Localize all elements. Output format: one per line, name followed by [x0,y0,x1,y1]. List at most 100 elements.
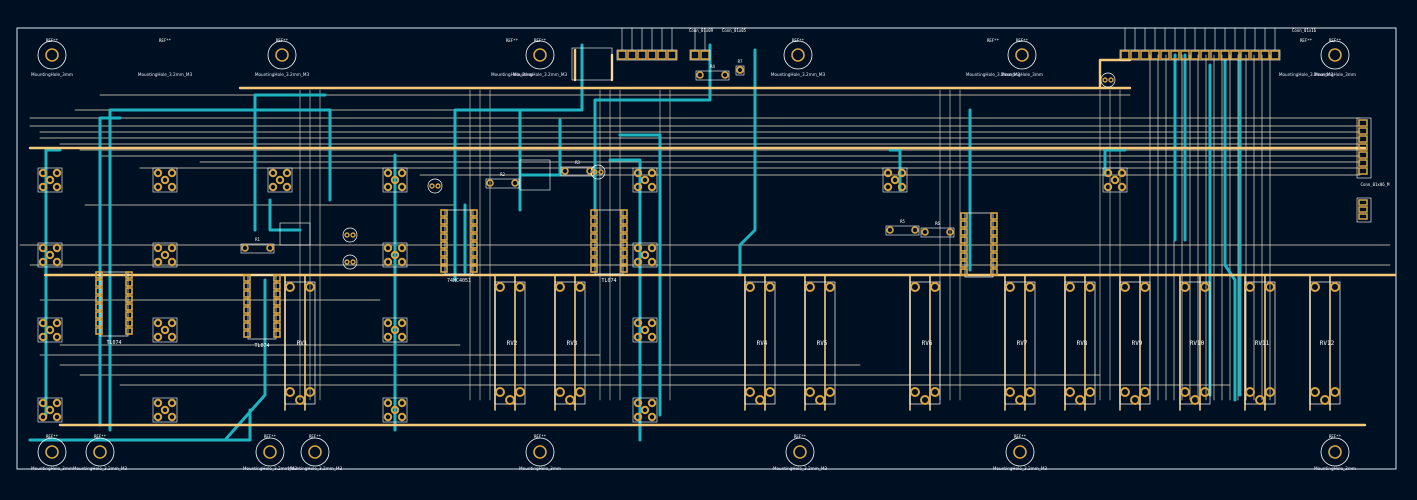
pot-reference: RV6 [922,340,933,347]
ic-label: TL074 [254,343,269,349]
pot-pad [1265,282,1275,292]
header-pad [690,50,700,60]
jack-pad [167,257,177,267]
back-copper-trace [44,148,62,417]
hole-reference: REF** [534,434,547,439]
ic-pad [620,233,628,241]
power-connector [1356,197,1372,223]
pot-pad [1310,387,1320,397]
hole-label: MountingHole_3.2mm_M3 [1279,72,1334,77]
pot-pad [1120,282,1130,292]
mounting-hole-drill [1015,48,1029,62]
back-copper-trace [28,408,252,442]
hole-reference: REF** [792,38,805,43]
ic-pad [273,330,281,338]
pot-pad [1025,387,1035,397]
jack-pad [883,168,893,178]
resistor-label: R5 [900,219,905,224]
pot-pad [1065,282,1075,292]
hole-reference: REF** [1014,434,1027,439]
ic-pad [125,303,133,311]
side-connector-pad [1358,143,1368,151]
ic-pad [243,274,251,282]
jack-outline [632,317,658,343]
jack-pad [883,182,893,192]
ic-pad [470,209,478,217]
jack-pad [397,243,407,253]
ic-pad [990,260,998,268]
capacitor-pad [350,259,356,265]
ic-pad [125,311,133,319]
pot-pad [1180,387,1190,397]
jack-pad [38,318,48,328]
mounting-hole-drill [263,445,277,459]
side-connector-pad [1358,135,1368,143]
ic-pad [243,290,251,298]
pot-pad [745,387,755,397]
resistor-pad [266,244,274,252]
capacitor-outline [342,227,358,243]
connector-label: Conn_01x09 [689,28,714,33]
pot-pad [1330,387,1340,397]
mounting-hole-drill [533,445,547,459]
capacitor-pad [350,232,356,238]
jack-pad [383,398,393,408]
hole-reference: REF** [276,38,289,43]
jack-pad [160,250,170,260]
power-pad [1358,206,1368,213]
hole-reference: REF** [94,434,107,439]
hole-label: MountingHole_3.2mm_M3 [771,72,826,77]
hole-label: MountingHole_3.2mm_M3 [243,466,298,471]
ic-pad [125,327,133,335]
mounting-hole-ring [37,437,67,467]
capacitor-outline [342,254,358,270]
pot-pad [1245,282,1255,292]
jack-pad [153,257,163,267]
hole-label: MountingHole_3.2mm_M3 [966,72,1021,77]
board-edge-cuts [16,27,1397,470]
pot-reference: RV10 [1190,340,1205,347]
ic-pad [273,306,281,314]
hole-label: MountingHole_3mm [1314,466,1356,471]
pot-pad [1310,282,1320,292]
ic-outline [444,209,474,275]
ic-pad [990,268,998,276]
jack-pad [45,325,55,335]
ic-pad [95,311,103,319]
capacitor-pad [344,259,350,265]
ic-pad [470,217,478,225]
ic-pad [440,249,448,257]
ic-pad [960,212,968,220]
mounting-hole-drill [45,48,59,62]
jack-pad [38,168,48,178]
jack-pad [160,175,170,185]
hole-reference: REF** [506,38,519,43]
header-pad [657,50,667,60]
pot-pad [1200,282,1210,292]
connector-label: Conn_01x16 [1292,28,1317,33]
mounting-hole-ring [267,40,297,70]
capacitor-pad [344,232,350,238]
ic-pad [125,271,133,279]
pot-pad [495,282,505,292]
jack-outline [37,397,63,423]
ic-pad [243,314,251,322]
pot-reference: RV8 [1077,340,1088,347]
pot-pad [755,395,765,405]
side-connector-pad [1358,159,1368,167]
capacitor-outline [1100,72,1116,88]
mounting-hole-ring [785,437,815,467]
capacitor-outline [590,164,606,180]
ic-pad [440,209,448,217]
ic-pad [990,244,998,252]
jack-pad [275,175,285,185]
header-pad [1250,50,1260,60]
jack-pad [390,405,400,415]
jack-pad [167,182,177,192]
mounting-hole-drill [308,445,322,459]
jack-outline [152,317,178,343]
ic-pad [95,271,103,279]
ic-pad [470,257,478,265]
